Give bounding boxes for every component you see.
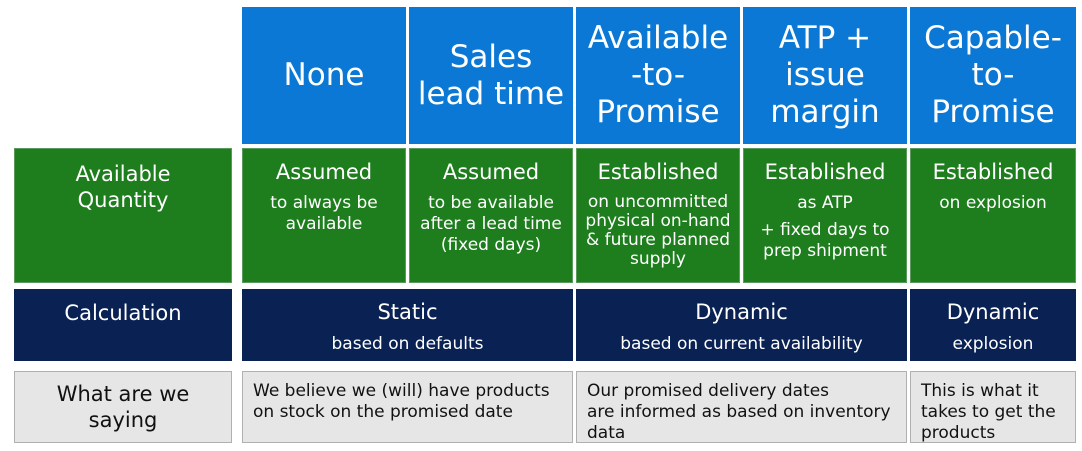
cell-text: Our promised delivery dates are informed… bbox=[587, 381, 891, 443]
cell-title: Established bbox=[932, 160, 1054, 184]
cell-subtitle: to always be available bbox=[270, 193, 378, 234]
cell-title: Assumed bbox=[275, 160, 373, 184]
cell-text: This is what it takes to get the product… bbox=[921, 381, 1056, 443]
cell-saying-static: We believe we (will) have products on st… bbox=[242, 371, 573, 443]
column-header-sales-lead-time: Sales lead time bbox=[409, 7, 573, 144]
cell-available-quantity-ctp: Established on explosion bbox=[910, 148, 1076, 283]
cell-title: Dynamic bbox=[946, 300, 1040, 324]
cell-subtitle: explosion bbox=[952, 334, 1034, 354]
cell-subtitle: based on defaults bbox=[331, 334, 484, 354]
row-label-what-are-we-saying: What are we saying bbox=[14, 371, 232, 443]
cell-calculation-static: Static based on defaults bbox=[242, 289, 573, 361]
cell-title: Assumed bbox=[442, 160, 540, 184]
cell-calculation-dynamic-explosion: Dynamic explosion bbox=[910, 289, 1076, 361]
column-header-atp: Available -to- Promise bbox=[576, 7, 740, 144]
cell-subtitle: on uncommitted physical on-hand & future… bbox=[585, 192, 731, 269]
cell-subtitle: as ATP bbox=[797, 193, 853, 213]
cell-title: Established bbox=[764, 160, 886, 184]
cell-available-quantity-sales-lead-time: Assumed to be available after a lead tim… bbox=[409, 148, 573, 283]
column-header-atp-issue-margin: ATP + issue margin bbox=[743, 7, 907, 144]
row-label-available-quantity: Available Quantity bbox=[14, 148, 232, 283]
cell-subtitle: based on current availability bbox=[620, 334, 863, 354]
cell-title: Static bbox=[377, 300, 438, 324]
cell-saying-ctp: This is what it takes to get the product… bbox=[910, 371, 1076, 443]
cell-available-quantity-none: Assumed to always be available bbox=[242, 148, 406, 283]
cell-subtitle: to be available after a lead time (fixed… bbox=[420, 193, 562, 255]
cell-title: Established bbox=[597, 160, 719, 184]
cell-text: We believe we (will) have products on st… bbox=[253, 381, 550, 422]
column-header-none: None bbox=[242, 7, 406, 144]
cell-subtitle: on explosion bbox=[939, 193, 1047, 213]
column-header-ctp: Capable- to- Promise bbox=[910, 7, 1076, 144]
cell-subtitle-extra: + fixed days to prep shipment bbox=[760, 220, 890, 261]
cell-available-quantity-atp: Established on uncommitted physical on-h… bbox=[576, 148, 740, 283]
cell-available-quantity-atp-issue-margin: Established as ATP + fixed days to prep … bbox=[743, 148, 907, 283]
cell-title: Dynamic bbox=[695, 300, 788, 324]
cell-saying-dynamic: Our promised delivery dates are informed… bbox=[576, 371, 907, 443]
row-label-calculation: Calculation bbox=[14, 289, 232, 361]
cell-calculation-dynamic: Dynamic based on current availability bbox=[576, 289, 907, 361]
